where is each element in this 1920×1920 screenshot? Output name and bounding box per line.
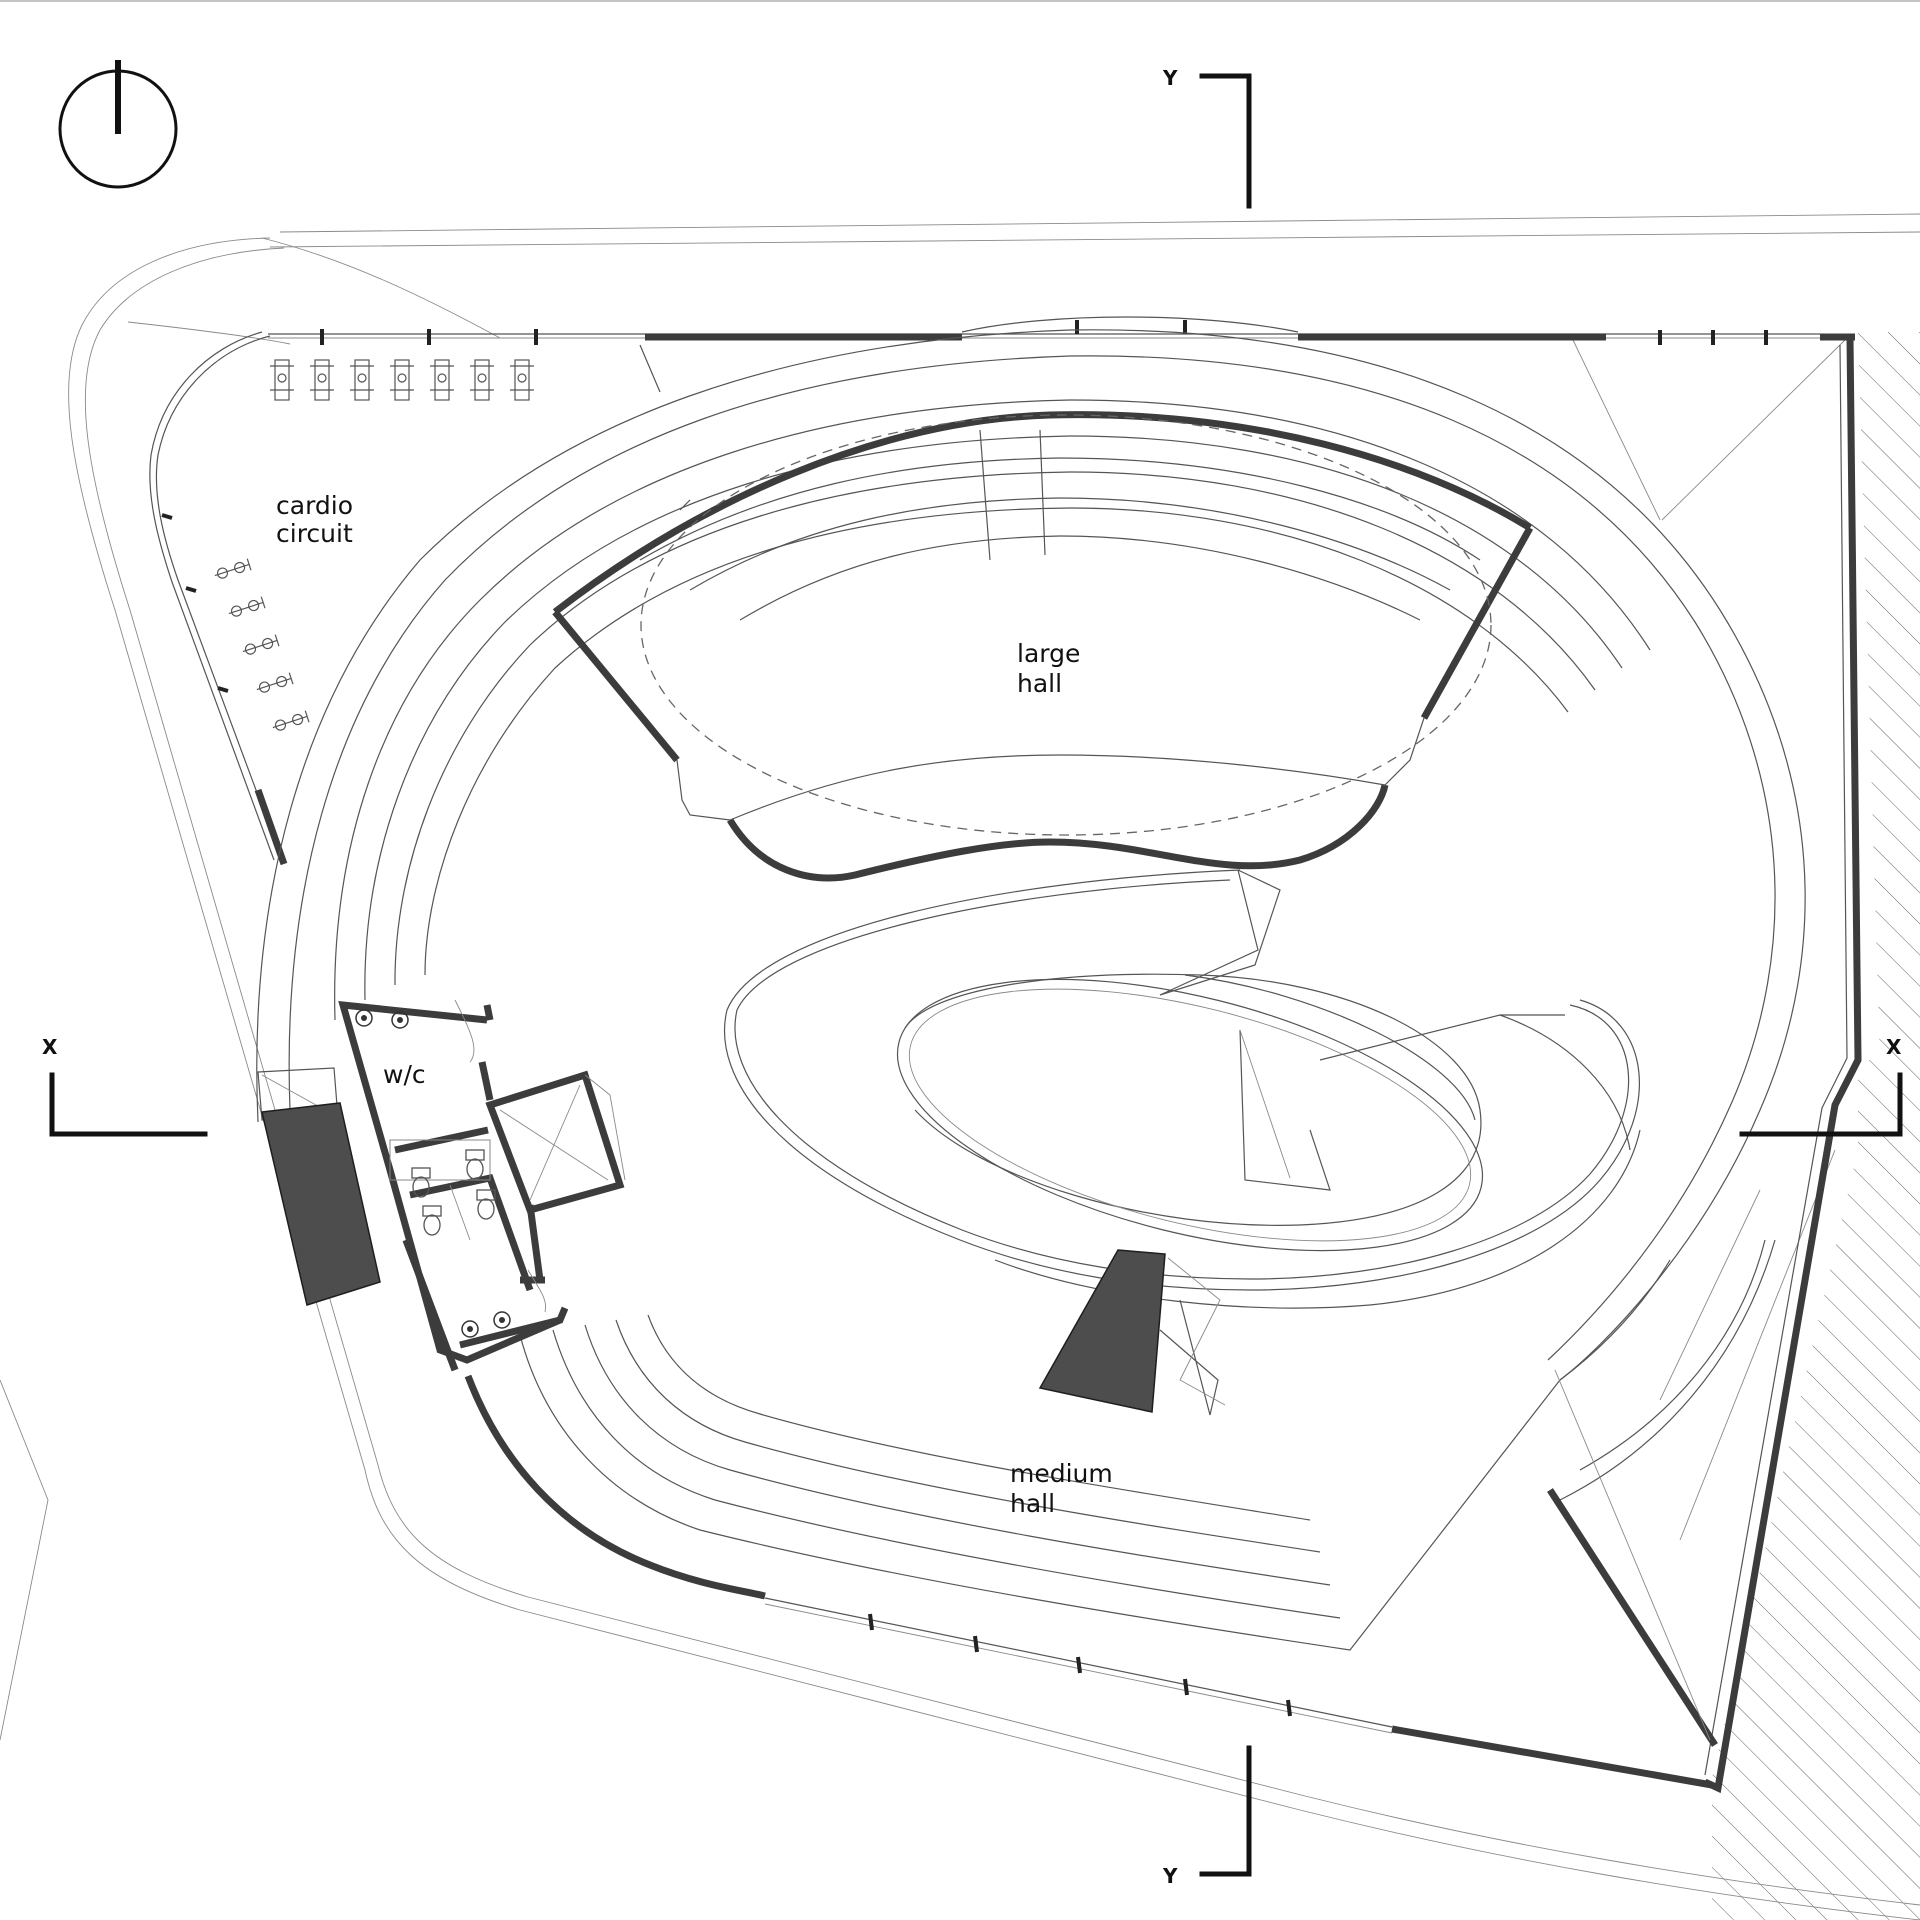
hatched-neighbor-area <box>1712 332 1920 1920</box>
section-marker-y-bottom: Y <box>1162 1745 1252 1888</box>
room-label-medium-line1: medium <box>1010 1459 1113 1488</box>
section-label-y-top: Y <box>1162 66 1178 90</box>
exterior-envelope <box>149 316 1862 1794</box>
room-label-large-line2: hall <box>1017 669 1062 698</box>
north-arrow-icon <box>58 60 178 189</box>
medium-hall <box>402 1238 1718 1747</box>
site-outline <box>0 213 1920 1920</box>
large-hall <box>552 411 1534 882</box>
entrance-canopy <box>261 1102 381 1306</box>
room-label-large-line1: large <box>1017 639 1080 668</box>
section-label-x-right: X <box>1886 1035 1902 1059</box>
central-ramp <box>723 869 1641 1416</box>
restroom-core <box>338 999 626 1372</box>
room-label-cardio-line1: cardio <box>276 491 353 520</box>
toilet-icon <box>411 1149 496 1236</box>
sink-icon <box>355 1009 511 1338</box>
section-label-x-left: X <box>42 1035 58 1059</box>
room-label-cardio-line2: circuit <box>276 519 353 548</box>
treadmill-icon <box>270 359 534 401</box>
exercise-bike-icon <box>214 558 310 731</box>
room-label-medium-line2: hall <box>1010 1489 1055 1518</box>
section-marker-x-left: X <box>42 1035 208 1137</box>
section-label-y-bottom: Y <box>1162 1864 1178 1888</box>
section-marker-y-top: Y <box>1162 66 1252 209</box>
section-marker-x-right: X <box>1739 1035 1903 1137</box>
room-label-wc: w/c <box>383 1060 426 1089</box>
